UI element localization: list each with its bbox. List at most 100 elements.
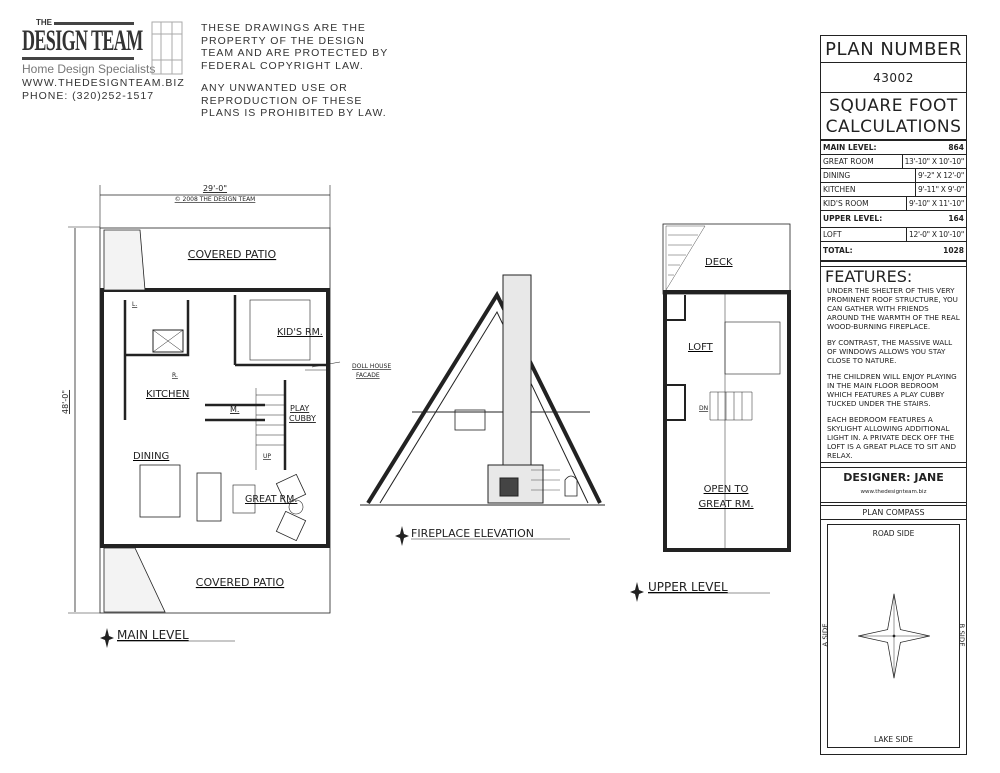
upper-level-total-row: UPPER LEVEL: 164 bbox=[821, 211, 966, 228]
stairs-down-label: DN bbox=[699, 405, 708, 412]
fireplace-elevation-title: FIREPLACE ELEVATION bbox=[411, 527, 534, 540]
north-arrow-icon bbox=[395, 526, 409, 546]
fridge-label: R. bbox=[172, 372, 178, 379]
copyright-notice: THESE DRAWINGS ARE THE PROPERTY OF THE D… bbox=[201, 22, 388, 120]
stairs-up-label: UP bbox=[263, 453, 271, 460]
upper-level-title: UPPER LEVEL bbox=[648, 580, 728, 594]
room-label-great-room: GREAT RM. bbox=[698, 499, 753, 510]
legal-line: PLANS IS PROHIBITED BY LAW. bbox=[201, 107, 387, 119]
room-label-mudroom: M. bbox=[230, 405, 239, 414]
compass-b-side: B SIDE bbox=[957, 623, 966, 647]
room-label-loft: LOFT bbox=[688, 342, 714, 353]
callout-text: DOLL HOUSE bbox=[352, 363, 391, 370]
legal-line: PROPERTY OF THE DESIGN bbox=[201, 34, 365, 47]
chimney bbox=[502, 274, 532, 466]
compass-lake-side: LAKE SIDE bbox=[873, 735, 913, 744]
sqft-title-line: CALCULATIONS bbox=[825, 117, 962, 137]
feature-paragraph: BY CONTRAST, THE MASSIVE WALL OF WINDOWS… bbox=[827, 338, 953, 365]
fireplace-elevation bbox=[360, 274, 605, 506]
room-name: GREAT ROOM bbox=[823, 157, 874, 166]
room-label-covered-patio: COVERED PATIO bbox=[188, 248, 277, 261]
room-size: 12'-0" X 10'-10" bbox=[906, 228, 964, 241]
stairs bbox=[709, 391, 753, 421]
room-name: DINING bbox=[823, 171, 851, 180]
bunk-beds bbox=[249, 299, 311, 361]
stone-wall bbox=[103, 229, 146, 291]
room-label-open-to: OPEN TO bbox=[704, 484, 749, 495]
phone-number: PHONE: (320)252-1517 bbox=[22, 89, 155, 102]
plan-compass-title: PLAN COMPASS bbox=[821, 505, 966, 520]
main-level-title: MAIN LEVEL bbox=[117, 628, 189, 642]
contact-info: WWW.THEDESIGNTEAM.BIZ PHONE: (320)252-15… bbox=[22, 77, 185, 102]
feature-paragraph: UNDER THE SHELTER OF THIS VERY PROMINENT… bbox=[827, 286, 960, 331]
plan-number-label: PLAN NUMBER bbox=[821, 36, 966, 63]
room-label-great-room: GREAT RM. bbox=[245, 494, 297, 505]
logo-grid-icon bbox=[151, 21, 183, 75]
logo-bar bbox=[22, 57, 134, 60]
room-name: KITCHEN bbox=[823, 185, 856, 194]
upper-level-plan bbox=[662, 223, 791, 552]
room-row: GREAT ROOM 13'-10" X 10'-10" bbox=[821, 155, 966, 169]
room-row: LOFT 12'-0" X 10'-10" bbox=[821, 228, 966, 242]
copyright-label: © 2008 THE DESIGN TEAM bbox=[175, 196, 256, 203]
title-block-panel: PLAN NUMBER 43002 SQUARE FOOT CALCULATIO… bbox=[820, 35, 967, 755]
callout-leader bbox=[311, 361, 341, 368]
logo-tagline: Home Design Specialists bbox=[22, 62, 156, 76]
north-arrow-icon bbox=[100, 628, 114, 648]
sqft-title-line: SQUARE FOOT bbox=[829, 96, 958, 116]
room-size: 9'-11" X 9'-0" bbox=[914, 183, 964, 196]
main-level-plan bbox=[68, 185, 341, 614]
sqft-title: SQUARE FOOT CALCULATIONS bbox=[821, 93, 966, 141]
row-value: 864 bbox=[948, 143, 964, 152]
row-value: 164 bbox=[948, 214, 964, 223]
legal-line: THESE DRAWINGS ARE THE bbox=[201, 22, 366, 34]
bed bbox=[724, 321, 781, 375]
designer-name: DESIGNER: JANE bbox=[843, 471, 944, 484]
width-dimension: 29'-0" bbox=[203, 184, 227, 193]
room-row: DINING 9'-2" X 12'-0" bbox=[821, 169, 966, 183]
room-label-deck: DECK bbox=[705, 257, 733, 268]
room-size: 13'-10" X 10'-10" bbox=[901, 155, 964, 168]
legal-line: TEAM AND ARE PROTECTED BY bbox=[201, 47, 389, 59]
feature-paragraph: THE CHILDREN WILL ENJOY PLAYING IN THE M… bbox=[827, 372, 957, 408]
feature-paragraph: EACH BEDROOM FEATURES A SKYLIGHT ALLOWIN… bbox=[827, 415, 957, 460]
designer-url[interactable]: www.thedesignteam.biz bbox=[860, 489, 927, 495]
depth-dimension: 48'-0" bbox=[61, 390, 70, 414]
armchair bbox=[275, 473, 307, 505]
dining-table bbox=[139, 464, 181, 518]
room-size: 9'-10" X 11'-10" bbox=[906, 197, 964, 210]
row-label: TOTAL: bbox=[823, 246, 853, 255]
stone-wall bbox=[103, 547, 166, 613]
row-label: UPPER LEVEL: bbox=[823, 214, 883, 223]
stairs bbox=[255, 388, 285, 470]
plan-compass: ROAD SIDE LAKE SIDE A SIDE B SIDE bbox=[822, 524, 965, 748]
coffee-table bbox=[232, 484, 256, 514]
logo-name: DESIGN TEAM bbox=[22, 24, 143, 57]
room-name: LOFT bbox=[823, 230, 842, 239]
room-label-play: PLAY bbox=[290, 404, 309, 413]
callout-text: FACADE bbox=[356, 372, 380, 379]
room-row: KITCHEN 9'-11" X 9'-0" bbox=[821, 183, 966, 197]
compass-road-side: ROAD SIDE bbox=[872, 529, 915, 538]
plan-number: 43002 bbox=[821, 63, 966, 93]
north-arrow-icon bbox=[630, 582, 644, 602]
room-size: 9'-2" X 12'-0" bbox=[914, 169, 964, 182]
room-label-cubby: CUBBY bbox=[289, 414, 316, 423]
legal-line: REPRODUCTION OF THESE bbox=[201, 94, 363, 107]
website-link[interactable]: WWW.THEDESIGNTEAM.BIZ bbox=[22, 77, 185, 89]
room-label-covered-patio: COVERED PATIO bbox=[196, 576, 285, 589]
armchair bbox=[275, 510, 307, 542]
designer-section: DESIGNER: JANE www.thedesignteam.biz bbox=[821, 467, 966, 503]
row-value: 1028 bbox=[943, 246, 964, 255]
features-title: FEATURES: bbox=[825, 267, 913, 286]
room-label-dining: DINING bbox=[133, 451, 169, 462]
exterior-walls bbox=[663, 290, 791, 552]
features-section: FEATURES: UNDER THE SHELTER OF THIS VERY… bbox=[821, 266, 966, 463]
total-row: TOTAL: 1028 bbox=[821, 242, 966, 262]
logo-the: THE bbox=[36, 18, 52, 27]
design-team-logo: THE DESIGN TEAM Home Design Specialists bbox=[22, 18, 183, 86]
row-label: MAIN LEVEL: bbox=[823, 143, 877, 152]
sofa bbox=[196, 472, 222, 522]
